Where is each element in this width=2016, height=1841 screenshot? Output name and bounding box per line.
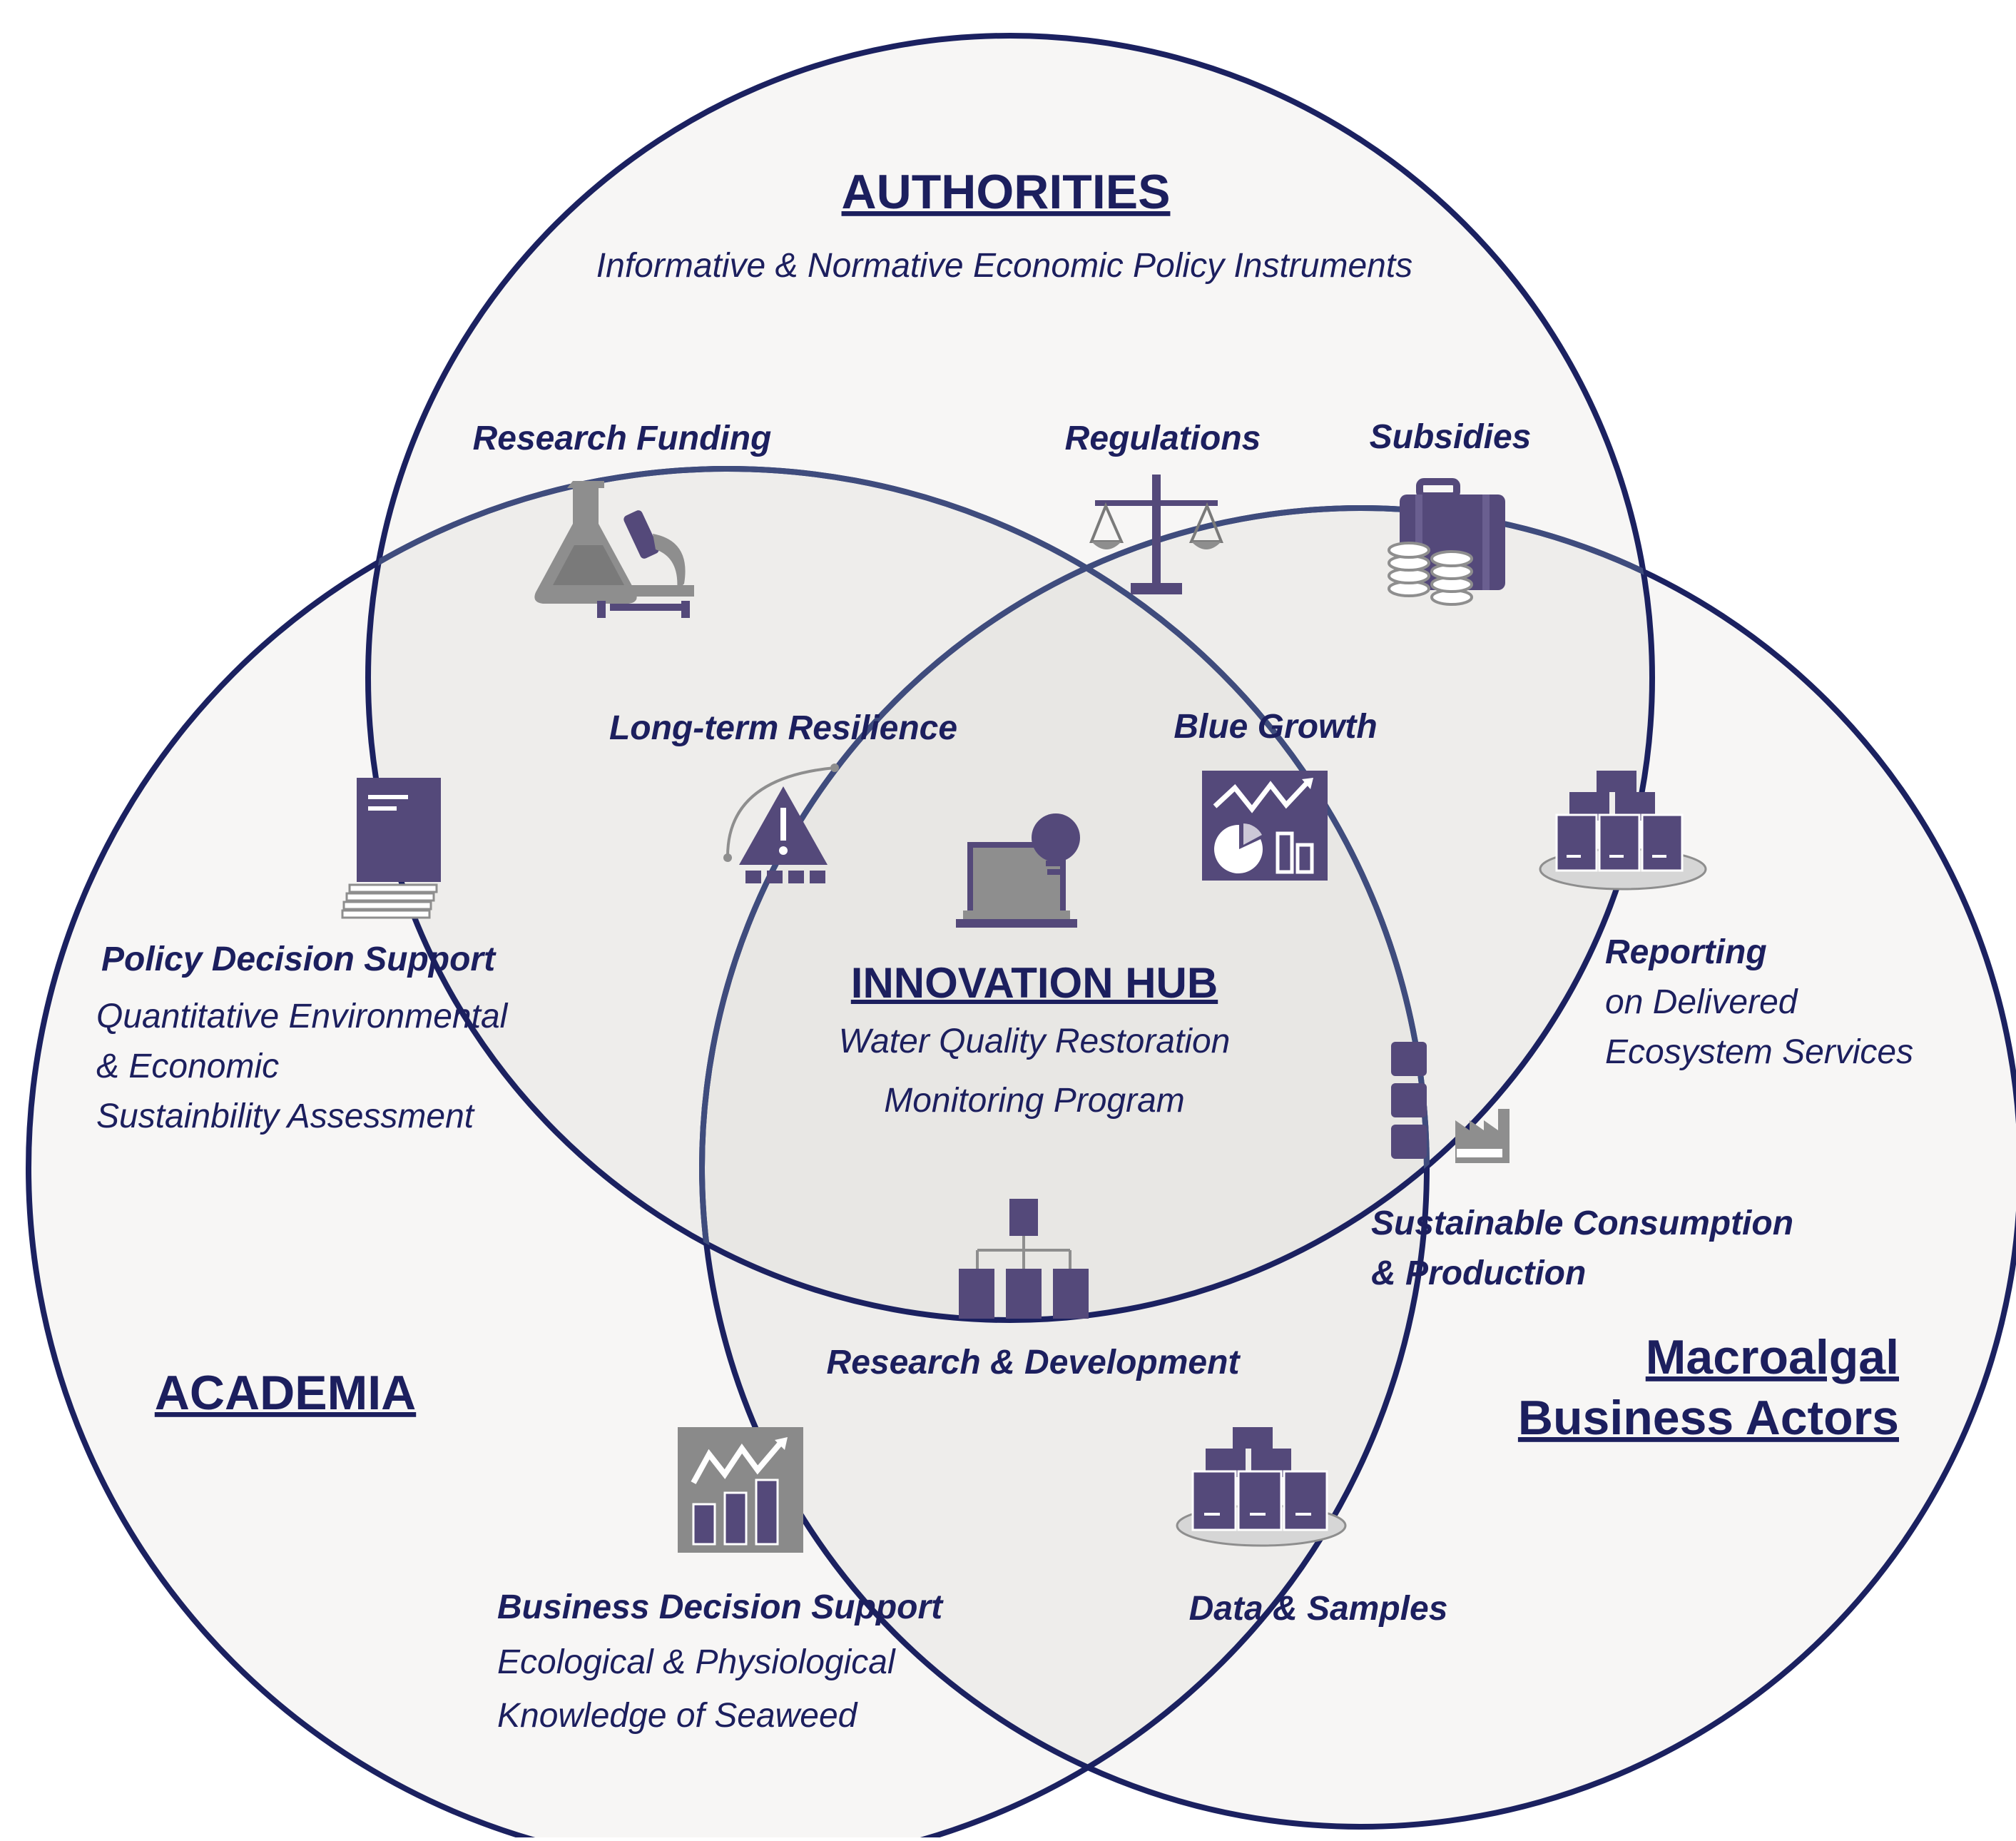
label-policy-decision-support: Policy Decision Support	[101, 940, 497, 978]
hub-title: INNOVATION HUB	[851, 959, 1218, 1007]
business-line1: Ecological & Physiological	[497, 1643, 896, 1681]
label-subsidies: Subsidies	[1370, 418, 1532, 456]
label-reporting: Reporting	[1605, 933, 1767, 971]
business-title-line2: Business Actors	[1518, 1391, 1899, 1445]
label-regulations: Regulations	[1065, 420, 1261, 457]
label-blue-growth: Blue Growth	[1174, 708, 1377, 746]
business-line2: Knowledge of Seaweed	[497, 1697, 858, 1735]
policy-line3: Sustainbility Assessment	[96, 1097, 475, 1135]
label-long-term-resilience: Long-term Resilience	[609, 709, 957, 747]
policy-line2: & Economic	[96, 1048, 279, 1085]
label-research-funding: Research Funding	[473, 420, 772, 457]
label-sustainable-line1: Sustainable Consumption	[1371, 1204, 1793, 1242]
reporting-line1: on Delivered	[1605, 983, 1798, 1021]
org-chart-icon	[959, 1199, 1089, 1319]
barrels-factory-icon	[1391, 1042, 1510, 1163]
chart-board-icon	[1202, 771, 1328, 881]
policy-line1: Quantitative Environmental	[96, 998, 509, 1035]
scales-icon	[1089, 475, 1223, 594]
server-cluster-icon	[1539, 771, 1707, 891]
academia-title: ACADEMIA	[155, 1366, 416, 1420]
authorities-circle	[365, 33, 1655, 1323]
hub-line1: Water Quality Restoration	[839, 1023, 1231, 1060]
authorities-title: AUTHORITIES	[842, 165, 1171, 219]
warning-gauge-icon	[723, 764, 839, 883]
laptop-lightbulb-icon	[956, 813, 1080, 928]
label-data-samples: Data & Samples	[1189, 1590, 1448, 1628]
bar-chart-icon	[678, 1427, 803, 1553]
briefcase-coins-icon	[1388, 478, 1505, 606]
book-stack-icon	[341, 778, 441, 919]
business-title-line1: Macroalgal	[1646, 1330, 1899, 1384]
hub-line2: Monitoring Program	[884, 1082, 1185, 1120]
label-sustainable-line2: & Production	[1371, 1254, 1586, 1292]
authorities-subtitle: Informative & Normative Economic Policy …	[596, 247, 1412, 285]
label-business-decision-support: Business Decision Support	[497, 1588, 944, 1626]
flask-microscope-icon	[534, 481, 694, 618]
label-research-development: Research & Development	[827, 1344, 1241, 1381]
reporting-line2: Ecosystem Services	[1605, 1033, 1913, 1071]
server-cluster-icon	[1176, 1427, 1347, 1547]
